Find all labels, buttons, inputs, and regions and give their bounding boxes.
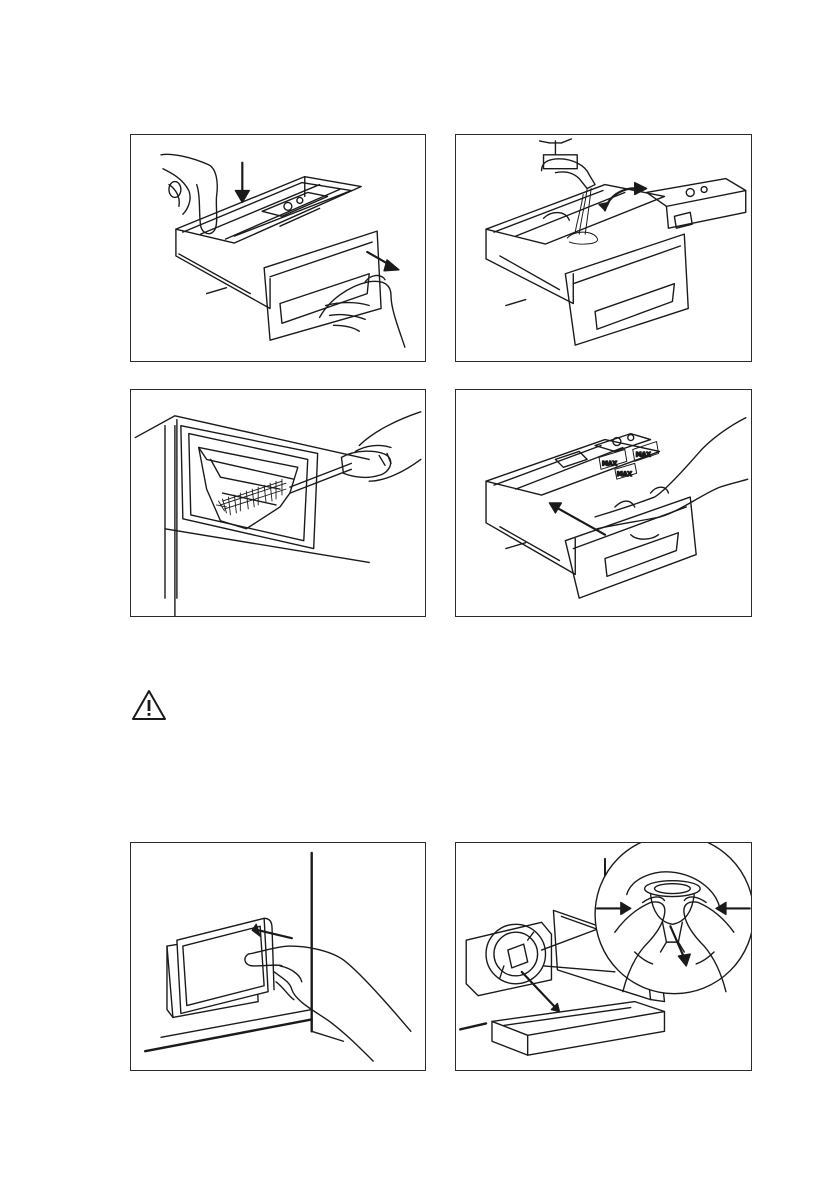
warning-triangle-icon	[130, 688, 168, 722]
reinsert-dispenser-illustration: MAX MAX MAX	[455, 389, 752, 617]
rinse-dispenser-illustration	[455, 134, 752, 362]
max-label-3: MAX	[617, 471, 633, 478]
remove-dispenser-illustration	[130, 134, 426, 362]
max-label-2: MAX	[636, 451, 652, 458]
remove-drain-pump-filter-illustration	[455, 842, 752, 1071]
max-label-1: MAX	[602, 460, 618, 467]
open-filter-flap-illustration	[130, 842, 426, 1071]
brush-dispenser-recess-illustration	[130, 389, 426, 617]
